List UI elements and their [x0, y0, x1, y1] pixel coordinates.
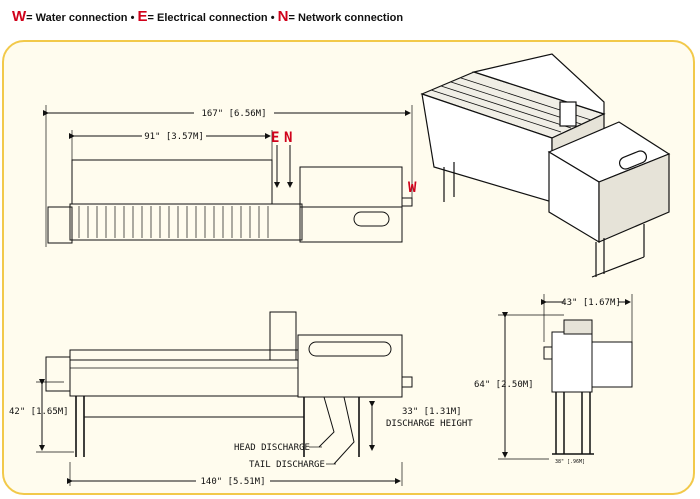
water-key: W [12, 8, 27, 25]
iso-cabinet-window [618, 150, 648, 170]
end-width-label: 43" [1.67M] [561, 298, 621, 308]
side-view: 42" [1.65M] 33" [1.31M] DISCHARGE HEIGHT… [9, 311, 473, 488]
isometric-view [420, 53, 671, 278]
network-key: N [277, 8, 289, 25]
side-scanner-head [269, 311, 297, 361]
end-height-label: 64" [2.50M] [474, 380, 534, 390]
electrical-connection-label: = Electrical connection [147, 12, 268, 24]
tail-discharge-label: TAIL DISCHARGE [249, 460, 325, 470]
side-conveyor [69, 359, 299, 397]
side-length-label: 140" [5.51M] [200, 477, 265, 487]
water-marker: W [408, 180, 417, 196]
overall-length-label: 167" [6.56M] [201, 109, 266, 119]
legend-separator: • [270, 12, 275, 24]
conveyor-rollers [69, 203, 303, 241]
drawing-panel: 167" [6.56M] 91" [3.57M] E N [2, 40, 695, 495]
technical-drawing: 167" [6.56M] 91" [3.57M] E N [9, 53, 671, 488]
electrical-marker: E [271, 130, 279, 146]
electrical-key: E [137, 8, 148, 25]
end-view: 43" [1.67M] 64" [2.50M] 38" [.96M] [474, 294, 633, 465]
end-cabinet [551, 331, 593, 393]
network-marker: N [284, 130, 292, 146]
conveyor-housing [71, 159, 273, 205]
top-view: 167" [6.56M] 91" [3.57M] E N [43, 105, 417, 247]
legend-separator: • [130, 12, 135, 24]
connection-legend: W= Water connection • E= Electrical conn… [12, 8, 403, 25]
network-connection-label: = Network connection [288, 12, 404, 24]
section-length-label: 91" [3.57M] [144, 132, 204, 142]
side-height-label: 42" [1.65M] [9, 407, 69, 417]
end-base-label: 38" [.96M] [555, 459, 585, 465]
water-connection-label: = Water connection [26, 12, 128, 24]
control-cabinet-top [299, 166, 403, 243]
side-rollers [69, 349, 299, 361]
iso-hood [471, 53, 605, 115]
discharge-height-label: DISCHARGE HEIGHT [386, 419, 473, 429]
discharge-height-value: 33" [1.31M] [402, 407, 462, 417]
side-cabinet-window [308, 341, 392, 357]
water-inlet [401, 197, 413, 207]
cabinet-window [353, 211, 390, 227]
side-end-cap [45, 356, 71, 392]
head-discharge-label: HEAD DISCHARGE [234, 443, 310, 453]
side-cabinet [297, 334, 403, 398]
